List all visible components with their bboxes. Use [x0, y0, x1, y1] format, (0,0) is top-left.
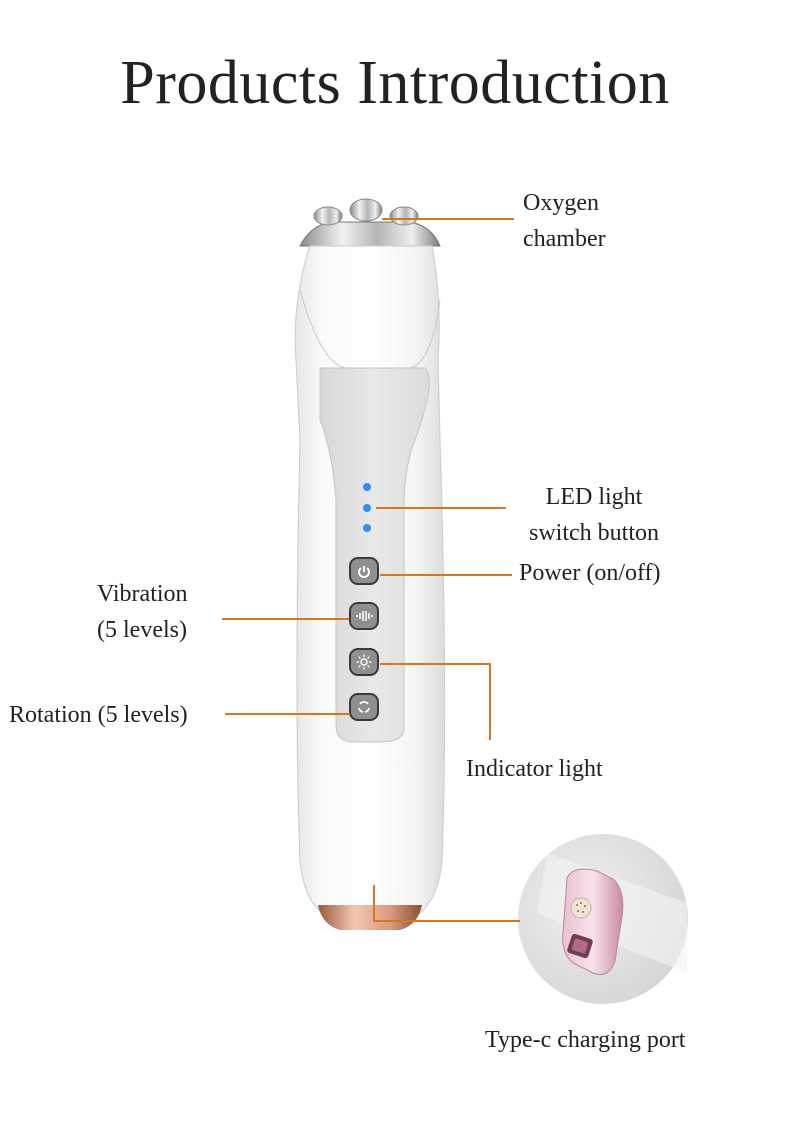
led-light-line1: LED light	[545, 484, 643, 510]
page-title: Products Introduction	[120, 49, 670, 117]
oxygen-chamber-label: Oxygen chamber	[523, 185, 606, 257]
light-icon	[356, 654, 372, 670]
rotation-icon	[358, 701, 370, 713]
led-light-leader	[376, 507, 506, 509]
vibration-icon	[356, 611, 373, 621]
indicator-leader-h	[380, 663, 490, 665]
charging-port-label: Type-c charging port	[485, 1027, 686, 1053]
led-light-label: LED light switch button	[513, 479, 675, 551]
oxygen-chamber-leader	[382, 218, 514, 220]
vibration-line1: Vibration	[97, 581, 188, 607]
oxygen-chamber-line2: chamber	[523, 226, 606, 252]
led-dot-2	[363, 504, 371, 512]
rotation-leader	[225, 713, 350, 715]
power-button[interactable]	[349, 557, 379, 585]
indicator-leader-v	[489, 663, 491, 740]
indicator-light-button[interactable]	[349, 648, 379, 676]
rotation-label: Rotation (5 levels)	[9, 702, 188, 728]
led-dot-1	[363, 483, 371, 491]
led-dot-3	[363, 524, 371, 532]
led-light-line2: switch button	[529, 520, 659, 546]
vibration-leader	[222, 618, 349, 620]
charging-port-inset	[518, 834, 688, 1004]
rotation-button[interactable]	[349, 693, 379, 721]
oxygen-chamber-head	[299, 198, 441, 247]
indicator-light-label: Indicator light	[466, 756, 603, 782]
power-icon	[358, 566, 370, 578]
vibration-label: Vibration (5 levels)	[97, 576, 188, 648]
charging-leader-v	[373, 885, 375, 920]
charging-leader-h	[373, 920, 520, 922]
power-label: Power (on/off)	[519, 560, 661, 586]
oxygen-chamber-line1: Oxygen	[523, 190, 599, 216]
vibration-line2: (5 levels)	[97, 617, 187, 643]
power-leader	[380, 574, 512, 576]
vibration-button[interactable]	[349, 602, 379, 630]
